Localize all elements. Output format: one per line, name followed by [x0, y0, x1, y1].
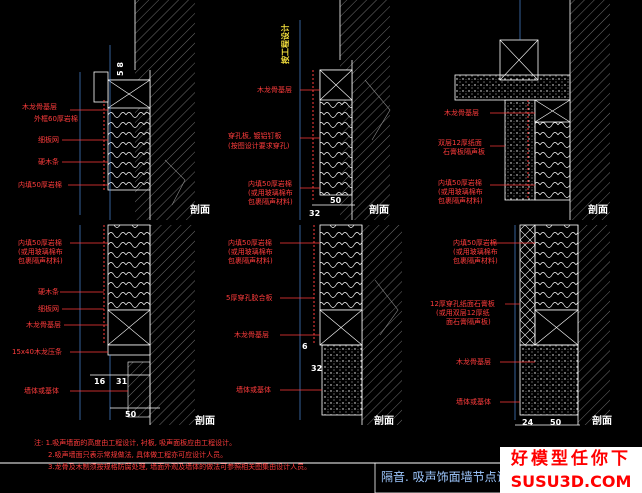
d4-label-mesh: 细板网: [38, 305, 59, 313]
detail-6-section: [514, 224, 610, 426]
d1-label-hardwood: 硬木条: [38, 158, 59, 166]
d6-label-wood-keel: 木龙骨基层: [456, 358, 491, 366]
watermark-text: 好模型任你下: [500, 447, 642, 471]
d1-label-line2: 外框60厚岩棉: [34, 115, 78, 123]
d4-label-base-wall: 墙体或基体: [24, 387, 59, 395]
d2-label-rockwool-2: (或用玻璃棉布: [248, 189, 293, 197]
d4-label-strip: 15x40木龙压条: [12, 348, 62, 356]
d6-label-gypsum-2: (或用双层12厚纸: [436, 309, 490, 317]
d2-label-perforated: 穿孔板, 镀铝钉板: [228, 132, 282, 140]
d6-label-gypsum-3: 面石膏隔声板): [446, 318, 491, 326]
detail-2-section: [299, 0, 391, 220]
d2-caption: 剖面: [369, 205, 389, 216]
d3-label-wood-keel: 木龙骨基层: [444, 109, 479, 117]
d1-dim-vertical: 5 8: [116, 62, 125, 76]
d5-label-plywood: 5厚穿孔胶合板: [226, 294, 273, 302]
d5-label-rockwool-3: 包裹隔声材料): [228, 257, 273, 265]
d3-label-rockwool-3: 包裹隔声材料): [438, 197, 483, 205]
d2-dim-50: 50: [330, 196, 342, 205]
annotation-leaders: [60, 89, 535, 403]
d4-label-wood-keel: 木龙骨基层: [26, 321, 61, 329]
watermark-url: SUSU3D.COM: [500, 471, 642, 493]
d1-label-mesh: 细板网: [38, 136, 59, 144]
d4-caption: 剖面: [195, 416, 215, 427]
d4-label-rockwool-2: (或用玻璃棉布: [18, 248, 63, 256]
d3-label-gypsum: 双层12厚纸面: [438, 139, 482, 147]
d2-dim-engineering: 按工程设计: [281, 24, 290, 64]
d5-label-rockwool-2: (或用玻璃棉布: [228, 248, 273, 256]
d4-dim-31: 31: [116, 377, 128, 386]
d5-dim-6: 6: [302, 342, 308, 351]
d2-label-rockwool: 内填50厚岩棉: [248, 180, 292, 188]
d6-caption: 剖面: [592, 416, 612, 427]
d3-label-gypsum-2: 石膏板隔声板: [443, 148, 485, 156]
d6-label-base-wall: 墙体或基体: [456, 398, 491, 406]
d5-label-base-wall: 墙体或基体: [236, 386, 271, 394]
d4-label-rockwool: 内填50厚岩棉: [18, 239, 62, 247]
d4-label-rockwool-3: 包裹隔声材料): [18, 257, 63, 265]
drawing-title: 隔音. 吸声饰面墙节点详: [381, 470, 509, 484]
note-3: 3.龙骨及木制须按规格防腐处理, 墙面外观及墙体的做法可参照相关图集由设计人员。: [48, 463, 312, 471]
d6-label-rockwool-2: (或用玻璃棉布: [453, 248, 498, 256]
d5-label-wood-keel: 木龙骨基层: [234, 331, 269, 339]
d1-label-rockwool: 内填50厚岩棉: [18, 181, 62, 189]
d6-dim-24: 24: [522, 418, 534, 427]
d6-label-rockwool: 内填50厚岩棉: [453, 239, 497, 247]
detail-5-section: [299, 224, 402, 425]
d2-label-rockwool-3: 包裹隔声材料): [248, 198, 293, 206]
d1-label-wood-keel: 木龙骨基层: [22, 103, 57, 111]
detail-4-section: [79, 224, 195, 425]
d6-label-rockwool-3: 包裹隔声材料): [453, 257, 498, 265]
note-2: 2.吸声墙面只表示常规做法, 具体做工程亦可应设计人员。: [48, 451, 228, 459]
d4-label-hardwood: 硬木条: [38, 288, 59, 296]
d3-label-rockwool-2: (或用玻璃棉布: [438, 188, 483, 196]
d4-dim-16: 16: [94, 377, 106, 386]
d6-dim-50: 50: [550, 418, 562, 427]
d4-dim-50: 50: [125, 410, 137, 419]
d5-caption: 剖面: [374, 416, 394, 427]
d5-dim-32: 32: [311, 364, 323, 373]
d3-caption: 剖面: [588, 205, 608, 216]
d2-label-perforated-note: (按图设计要求穿孔): [228, 142, 290, 150]
d5-label-rockwool: 内填50厚岩棉: [228, 239, 272, 247]
note-1: 注: 1.吸声墙面的高度由工程设计, 衬板, 吸声面板应由工程设计。: [34, 439, 237, 447]
d2-dim-32: 32: [309, 209, 321, 218]
d6-label-gypsum: 12厚穿孔纸面石膏板: [430, 300, 495, 308]
detail-1-section: [79, 0, 195, 220]
d1-caption: 剖面: [190, 205, 210, 216]
d2-label-wood-keel: 木龙骨基层: [257, 86, 292, 94]
detail-3-section: [454, 0, 610, 220]
d3-label-rockwool: 内填50厚岩棉: [438, 179, 482, 187]
title-block: 隔音. 吸声饰面墙节点详: [375, 465, 642, 493]
